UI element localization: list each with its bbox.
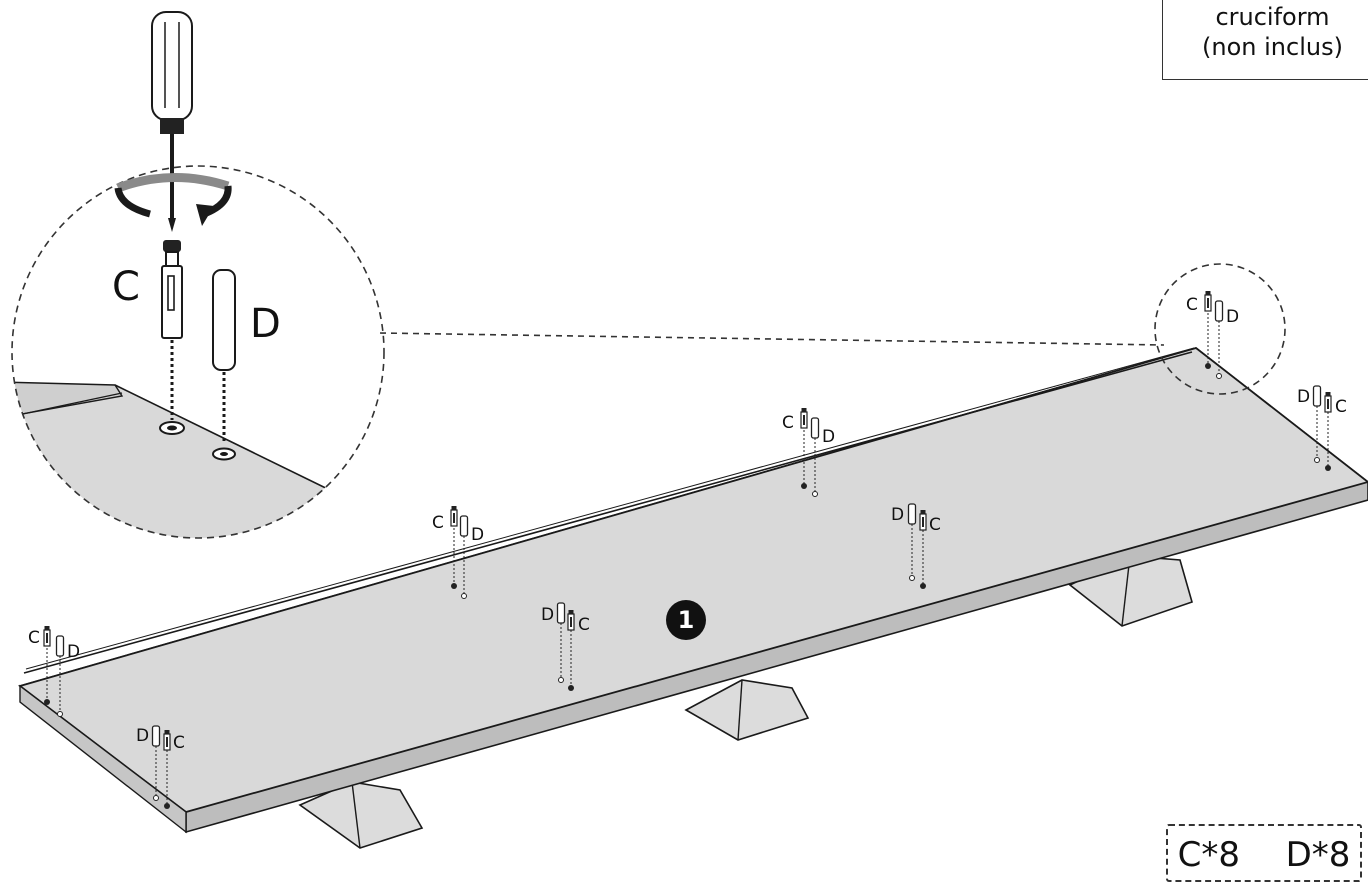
- peg-label-d: D: [822, 427, 835, 447]
- peg-label-d: D: [891, 505, 904, 525]
- tool-note: cruciform (non inclus): [1162, 0, 1368, 80]
- peg-group-4: D C: [541, 602, 590, 691]
- tool-note-line-2: (non inclus): [1202, 33, 1343, 61]
- peg-group-8: D C: [1297, 385, 1347, 471]
- peg-group-2: D C: [136, 725, 185, 809]
- peg-group-6: D C: [891, 503, 941, 589]
- peg-label-c: C: [1186, 295, 1198, 315]
- screwdriver-icon: [151, 11, 193, 232]
- step-badge: 1: [666, 600, 706, 640]
- peg-group-1: C D: [28, 625, 80, 717]
- wooden-dowel-icon: [212, 269, 236, 461]
- peg-label-c: C: [782, 413, 794, 433]
- peg-label-d: D: [541, 605, 554, 625]
- peg-label-d: D: [136, 726, 149, 746]
- peg-label-c: C: [929, 515, 941, 535]
- step-number: 1: [678, 606, 695, 634]
- panel-1: [18, 347, 1368, 834]
- peg-label-c: C: [1335, 397, 1347, 417]
- support-feet: [298, 555, 1193, 849]
- peg-group-3: C D: [432, 505, 484, 599]
- cam-bolt-icon: [159, 240, 185, 435]
- rotation-arrow-icon: [114, 172, 232, 226]
- detail-label-c: C: [112, 264, 140, 310]
- peg-label-c: C: [173, 733, 185, 753]
- quantity-text: C*8 D*8: [1177, 835, 1351, 875]
- tool-note-line-1: cruciform: [1215, 3, 1330, 31]
- peg-label-d: D: [1226, 307, 1239, 327]
- detail-label-d: D: [250, 301, 281, 347]
- peg-group-5: C D: [782, 407, 835, 497]
- peg-label-d: D: [1297, 387, 1310, 407]
- peg-label-d: D: [67, 642, 80, 662]
- peg-label-c: C: [432, 513, 444, 533]
- peg-group-7: C D: [1186, 290, 1239, 379]
- peg-label-c: C: [28, 628, 40, 648]
- peg-label-d: D: [471, 525, 484, 545]
- detail-callout: [11, 165, 1286, 539]
- quantity-box: C*8 D*8: [1166, 824, 1362, 882]
- peg-label-c: C: [578, 615, 590, 635]
